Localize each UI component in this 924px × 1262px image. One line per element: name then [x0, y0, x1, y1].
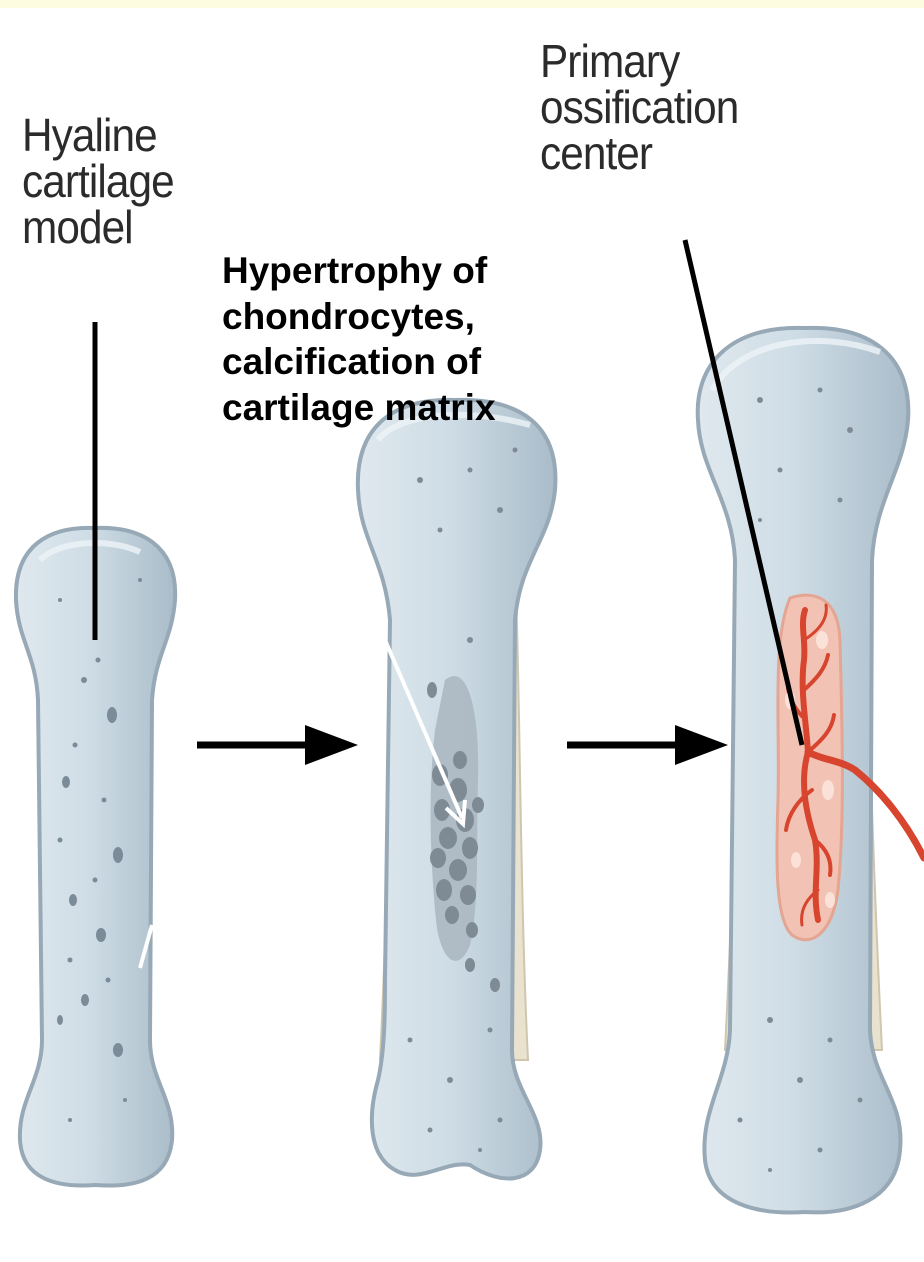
stage-primary-ossification: [685, 240, 924, 1212]
stage-hypertrophy-calcification: [358, 400, 556, 1179]
stage-hyaline-cartilage-model: [16, 322, 175, 1186]
label-hyaline-cartilage-model: Hyaline cartilage model: [22, 112, 174, 250]
progression-arrow-2: [567, 725, 728, 765]
label-hypertrophy-calcification: Hypertrophy of chondrocytes, calcificati…: [222, 248, 496, 430]
label-primary-ossification-center: Primary ossification center: [540, 38, 738, 176]
ossification-area: [777, 595, 842, 940]
progression-arrow-1: [197, 725, 358, 765]
